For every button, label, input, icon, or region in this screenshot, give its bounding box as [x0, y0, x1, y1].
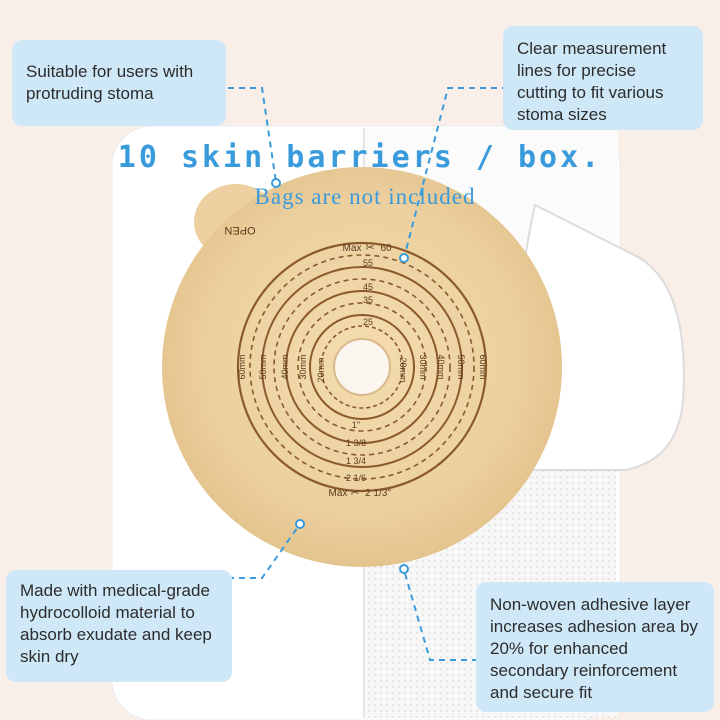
bottom-scale-label: 2 1/6 — [346, 473, 366, 483]
bottom-scale-label: 1 3/8 — [346, 438, 366, 448]
scissors-bottom-icon: ✂ — [350, 487, 359, 499]
cutting-guides — [236, 241, 488, 493]
max-bottom-label: Max — [329, 488, 348, 499]
callout-measurement-lines: Clear measurement lines for precise cutt… — [503, 26, 703, 130]
headline-title: 10 skin barriers / box. — [117, 140, 603, 175]
bottom-scale-label: 1" — [352, 420, 360, 430]
top-scale-label: 45 — [363, 282, 373, 292]
leader-dot — [271, 178, 281, 188]
leader-dot — [399, 564, 409, 574]
leader-dots — [271, 178, 409, 574]
leader-lines — [228, 87, 508, 661]
max-bottom-value: 2 1/3" — [365, 488, 391, 499]
callout-hydrocolloid: Made with medical-grade hydrocolloid mat… — [6, 570, 232, 682]
callout-nonwoven-layer: Non-woven adhesive layer increases adhes… — [476, 582, 714, 712]
top-scale-label: 25 — [363, 317, 373, 327]
right-scale-label: 60mm — [478, 354, 488, 379]
scissors-top-icon: ✂ — [365, 242, 374, 254]
max-top-label: Max — [343, 243, 362, 254]
headline-subtitle: Bags are not included — [254, 184, 476, 209]
right-scale-label: 30mm — [418, 354, 428, 379]
right-scale-label: 50mm — [456, 354, 466, 379]
right-scale-label: 40mm — [436, 354, 446, 379]
max-top-value: 60 — [380, 243, 392, 254]
callout-protruding-stoma: Suitable for users with protruding stoma — [12, 40, 226, 126]
top-scale-label: 35 — [363, 295, 373, 305]
left-scale-label: 40mm — [280, 354, 290, 379]
leader-dot — [399, 253, 409, 263]
left-scale-label: 20mm — [316, 357, 326, 382]
tab-open-label: OPEN — [224, 224, 255, 236]
stoma-opening — [333, 338, 391, 396]
leader-dot — [295, 519, 305, 529]
top-scale-label: 55 — [363, 258, 373, 268]
right-scale-label: 20mm — [398, 357, 408, 382]
left-scale-label: 30mm — [298, 354, 308, 379]
bottom-scale-label: 1 3/4 — [346, 456, 366, 466]
left-scale-label: 50mm — [258, 354, 268, 379]
left-scale-label: 60mm — [237, 354, 247, 379]
